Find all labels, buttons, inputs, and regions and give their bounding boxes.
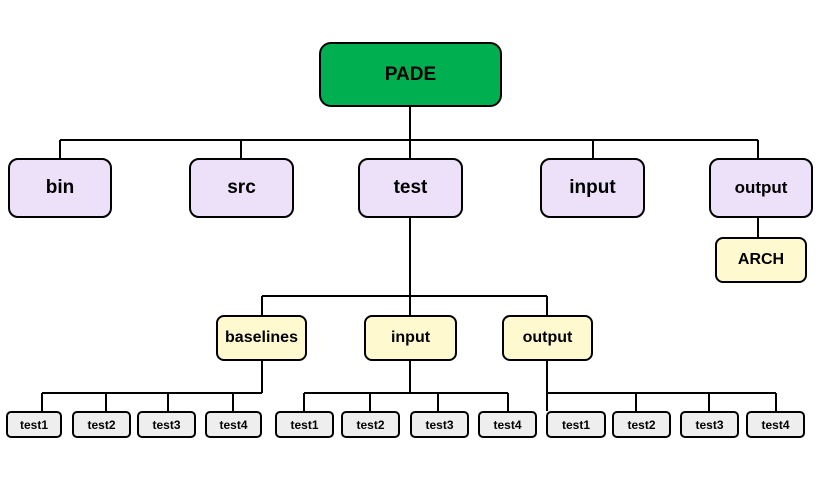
node-output: output <box>709 158 813 218</box>
node-test-output: output <box>502 315 593 361</box>
node-output-test3: test3 <box>680 411 739 438</box>
node-output-test2: test2 <box>612 411 671 438</box>
node-input-test1: test1 <box>275 411 334 438</box>
node-input: input <box>540 158 645 218</box>
node-src: src <box>189 158 294 218</box>
node-output-test4: test4 <box>746 411 805 438</box>
node-baselines-test1: test1 <box>6 411 62 438</box>
node-pade: PADE <box>319 42 502 107</box>
node-arch: ARCH <box>715 237 807 283</box>
node-output-test1: test1 <box>546 411 606 438</box>
node-input-test2: test2 <box>341 411 400 438</box>
node-baselines-test3: test3 <box>137 411 196 438</box>
node-baselines-test2: test2 <box>72 411 131 438</box>
node-input-test4: test4 <box>478 411 537 438</box>
node-bin: bin <box>8 158 112 218</box>
node-test-input: input <box>364 315 457 361</box>
node-test: test <box>358 158 463 218</box>
node-baselines-test4: test4 <box>205 411 262 438</box>
node-baselines: baselines <box>216 315 307 361</box>
node-input-test3: test3 <box>410 411 469 438</box>
